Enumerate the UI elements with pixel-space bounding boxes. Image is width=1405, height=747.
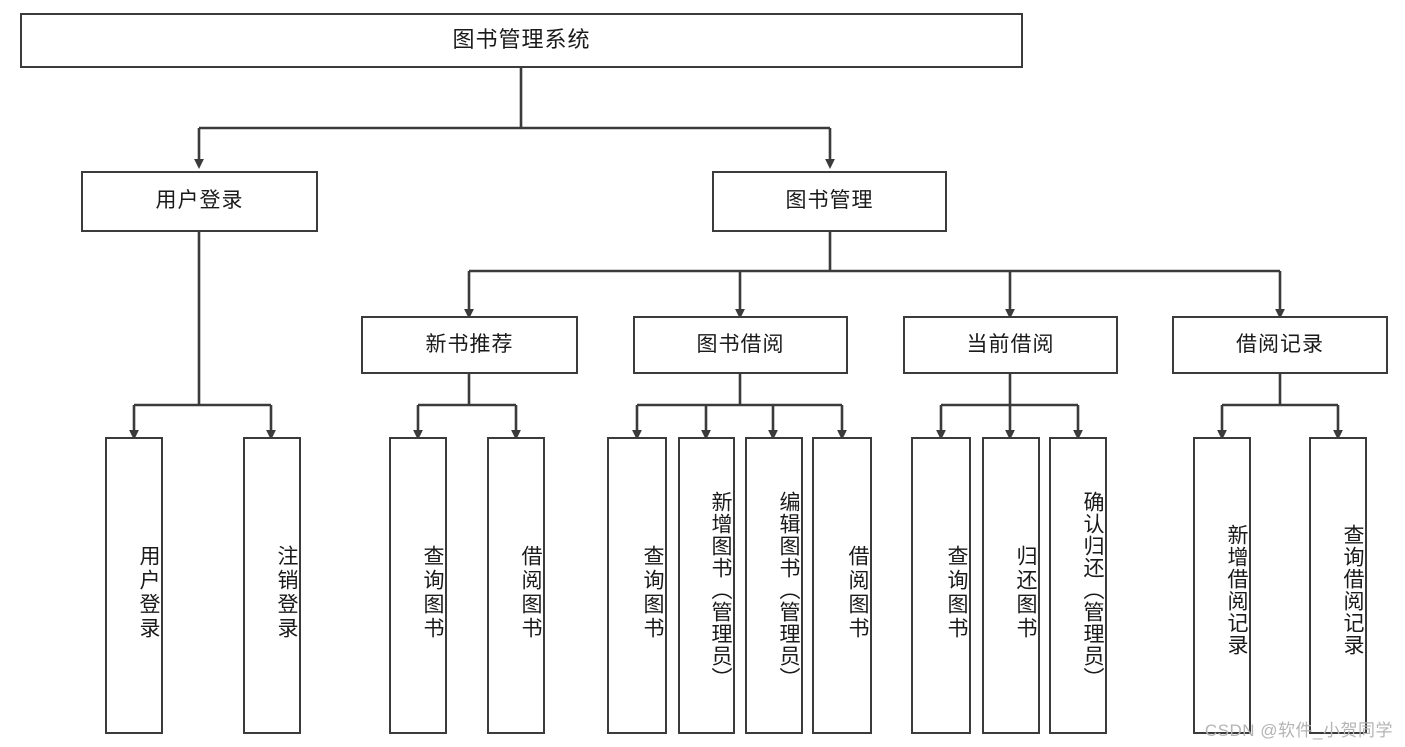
node-root-system[interactable]: 图书管理系统 — [20, 13, 1023, 68]
node-user-login[interactable]: 用户登录 — [81, 171, 318, 232]
node-leaf-query-book-borrow[interactable]: 查询图书 — [607, 437, 667, 734]
node-leaf-borrow-book-recommend[interactable]: 借阅图书 — [487, 437, 545, 734]
node-leaf-add-borrow-record[interactable]: 新增借阅记录 — [1193, 437, 1251, 734]
node-leaf-query-book-current[interactable]: 查询图书 — [911, 437, 971, 734]
node-borrow-record[interactable]: 借阅记录 — [1172, 316, 1388, 374]
node-leaf-edit-book-admin[interactable]: 编辑图书（管理员） — [745, 437, 803, 734]
node-leaf-user-login[interactable]: 用户登录 — [105, 437, 163, 734]
node-leaf-return-book[interactable]: 归还图书 — [982, 437, 1040, 734]
node-leaf-query-borrow-record[interactable]: 查询借阅记录 — [1309, 437, 1367, 734]
node-current-borrow[interactable]: 当前借阅 — [903, 316, 1118, 374]
node-leaf-confirm-return-admin[interactable]: 确认归还（管理员） — [1049, 437, 1107, 734]
node-book-borrow[interactable]: 图书借阅 — [633, 316, 848, 374]
node-leaf-borrow-book[interactable]: 借阅图书 — [812, 437, 872, 734]
node-new-book-recommend[interactable]: 新书推荐 — [361, 316, 578, 374]
node-leaf-query-book-recommend[interactable]: 查询图书 — [389, 437, 447, 734]
node-book-management[interactable]: 图书管理 — [712, 171, 947, 232]
node-leaf-logout[interactable]: 注销登录 — [243, 437, 301, 734]
node-leaf-add-book-admin[interactable]: 新增图书（管理员） — [678, 437, 735, 734]
